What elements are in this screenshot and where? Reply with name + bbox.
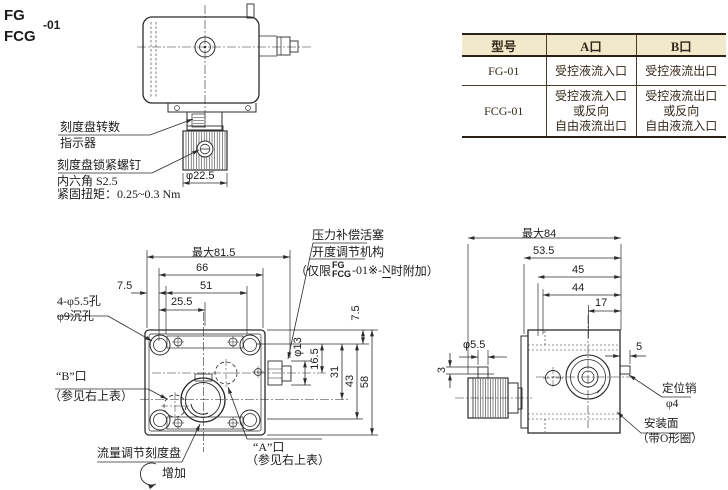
dim-knob-diameter: φ22.5 xyxy=(186,170,215,182)
port-table-header-a: A口 xyxy=(545,34,636,57)
port-b-reference: （参见右上表） xyxy=(49,389,134,403)
port-a-label: “A”口 xyxy=(253,440,285,454)
dial-indicator-label-line1: 刻度盘转数 xyxy=(60,120,121,134)
mounting-surface-note: （带O形圈） xyxy=(637,433,703,445)
compensator-note: （仅限 FG FCG -01※- N 时附加） xyxy=(295,260,439,280)
increase-label: 增加 xyxy=(162,466,187,480)
dim-side-stem-dia: φ5.5 xyxy=(463,339,486,351)
cell-line: 受控液流出口 xyxy=(645,88,718,103)
dim-side-17: 17 xyxy=(595,297,608,309)
cell-fcg01-b: 受控液流出口 或反向 自由液流入口 xyxy=(635,85,726,137)
compensator-label-line1: 压力补偿活塞 xyxy=(312,228,385,242)
torque-label: 紧固扭矩：0.25~0.3 Nm xyxy=(57,187,181,201)
dim-front-31: 31 xyxy=(329,365,341,379)
dim-side-max-width: 最大84 xyxy=(522,228,557,240)
port-table-header-b: B口 xyxy=(635,34,726,57)
locating-pin-label: 定位销 xyxy=(662,383,697,395)
mounting-surface-label: 安装面 xyxy=(644,418,679,430)
dim-front-7-5-left: 7.5 xyxy=(117,280,133,292)
cell-line: 自由液流出口 xyxy=(554,118,627,133)
locating-pin-diameter: φ4 xyxy=(666,398,679,410)
dim-side-pin-length: 5 xyxy=(636,341,643,353)
port-b-label: “B”口 xyxy=(56,369,87,383)
dim-side-45: 45 xyxy=(572,264,585,276)
table-row: FG-01 受控液流入口 受控液流出口 xyxy=(462,56,726,86)
flow-dial-label: 流量调节刻度盘 xyxy=(97,446,182,460)
note-n-suffix: N xyxy=(382,262,391,279)
mounting-holes-label-line1: 4-φ5.5孔 xyxy=(57,294,101,308)
dim-front-25-5: 25.5 xyxy=(171,296,193,308)
dim-front-43: 43 xyxy=(344,374,356,388)
note-model-top: FG xyxy=(332,260,345,270)
model-title-line2: FCG xyxy=(4,28,36,45)
lock-screw-label: 刻度盘锁紧螺钉 xyxy=(57,158,142,172)
cell-fg01-b: 受控液流出口 xyxy=(635,56,726,86)
dim-side-53-5: 53.5 xyxy=(533,245,555,257)
port-table-header-row: 型号 A口 B口 xyxy=(462,34,726,57)
cell-model-fg01: FG-01 xyxy=(462,56,546,86)
cell-fg01-a: 受控液流入口 xyxy=(545,56,636,86)
model-size-suffix: -01 xyxy=(43,18,61,32)
model-title-line1: FG xyxy=(4,7,25,24)
note-prefix: （仅限 xyxy=(295,263,332,278)
cell-fcg01-a: 受控液流入口 或反向 自由液流出口 xyxy=(545,85,636,137)
dim-front-58: 58 xyxy=(359,375,371,389)
dim-front-16-5: 16.5 xyxy=(309,348,321,370)
hex-socket-label: 内六角 S2.5 xyxy=(57,174,118,188)
dial-indicator-label-line2: 指示器 xyxy=(60,136,97,150)
compensator-label-line2: 开度调节机构 xyxy=(312,245,385,259)
front-view-linework xyxy=(55,242,378,490)
dim-front-phi13: φ13 xyxy=(292,337,304,357)
cell-line: 或反向 xyxy=(572,103,609,118)
port-table-header-model: 型号 xyxy=(462,34,546,57)
mounting-holes-label-line2: φ9沉孔 xyxy=(57,309,94,323)
dim-front-7-5-right: 7.5 xyxy=(350,305,362,321)
port-table: 型号 A口 B口 FG-01 受控液流入口 受控液流出口 FCG-01 受控液流… xyxy=(462,33,726,138)
note-model-bottom: FCG xyxy=(332,269,352,280)
cell-line: 或反向 xyxy=(663,103,700,118)
note-model-stack: FG FCG xyxy=(332,260,352,280)
cell-line: 自由液流入口 xyxy=(645,118,718,133)
side-view-linework xyxy=(446,236,694,434)
table-row: FCG-01 受控液流入口 或反向 自由液流出口 受控液流出口 或反向 自由液流… xyxy=(462,85,726,137)
note-suffix: 时附加） xyxy=(390,263,439,278)
cell-line: 受控液流入口 xyxy=(554,88,627,103)
port-a-reference: （参见右上表） xyxy=(246,453,331,467)
dim-front-max-width: 最大81.5 xyxy=(192,247,236,259)
note-mid: -01※- xyxy=(352,262,383,277)
dim-front-66: 66 xyxy=(196,262,209,274)
dim-front-51: 51 xyxy=(200,280,213,292)
dim-side-offset-3: 3 xyxy=(436,366,448,374)
top-view-linework xyxy=(58,3,311,187)
cell-model-fcg01: FCG-01 xyxy=(484,103,524,118)
dim-side-44: 44 xyxy=(572,282,585,294)
